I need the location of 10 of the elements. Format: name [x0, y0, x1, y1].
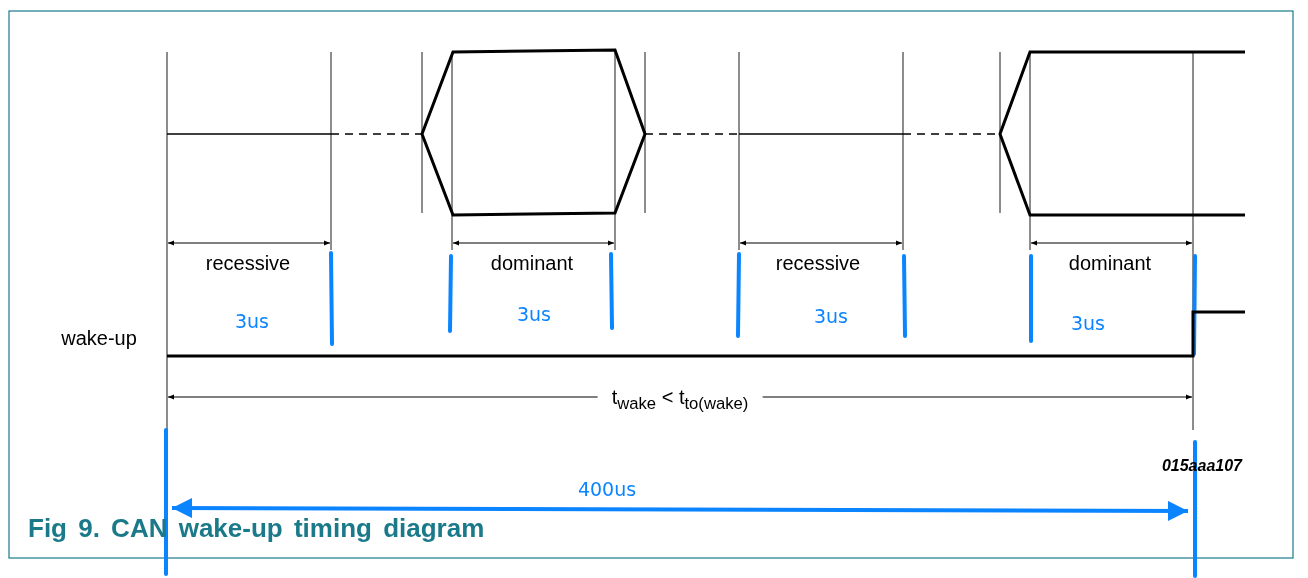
state-label: dominant	[490, 252, 574, 274]
signal-name: wake-up	[61, 327, 137, 349]
duration-annotation: 3us	[814, 306, 848, 327]
duration-annotation: 3us	[517, 304, 551, 325]
duration-annotation: 3us	[235, 311, 269, 332]
state-label: dominant	[1068, 252, 1152, 274]
state-label: recessive	[775, 252, 861, 274]
state-label: recessive	[205, 252, 291, 274]
duration-annotation: 400us	[577, 479, 637, 500]
duration-annotation: 3us	[1071, 313, 1105, 334]
